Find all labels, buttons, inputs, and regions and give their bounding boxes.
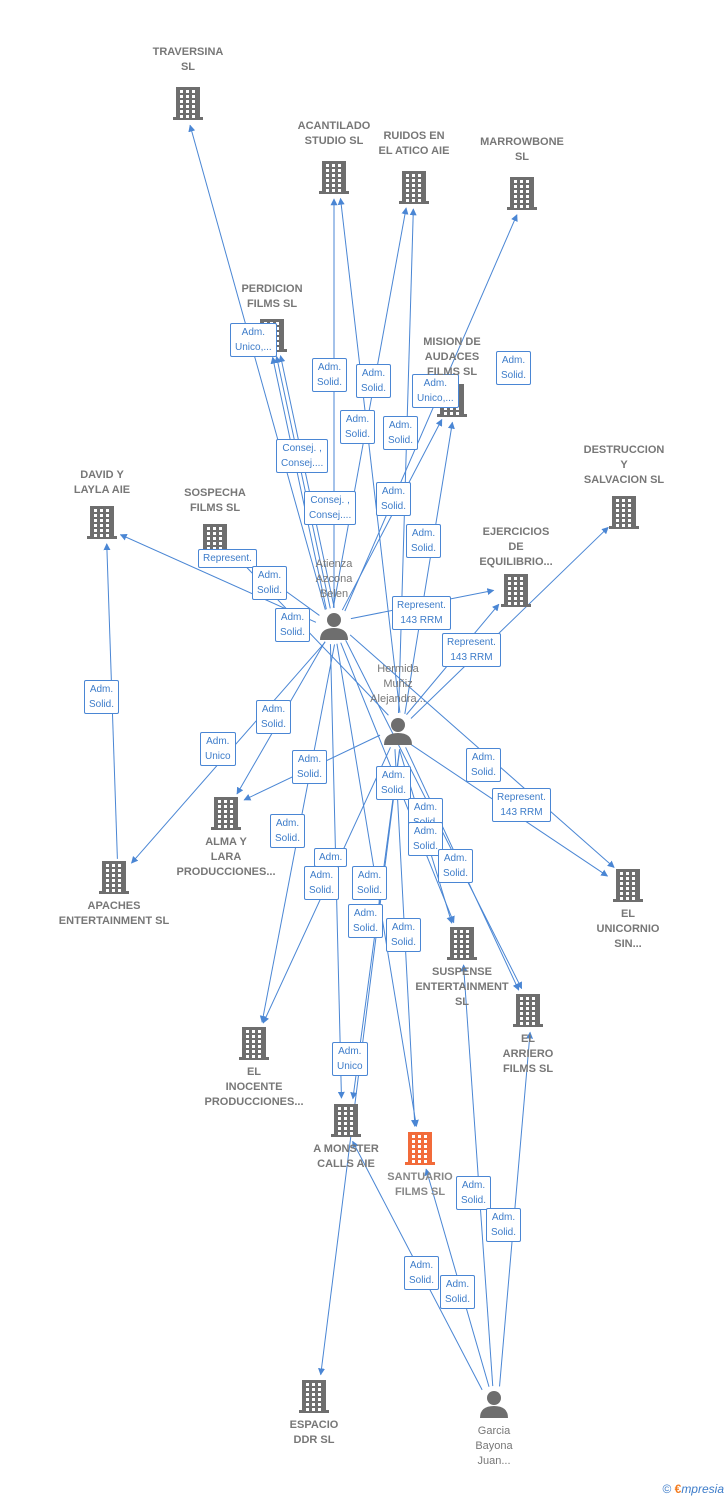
- edge-label[interactable]: Adm. Unico: [332, 1042, 368, 1076]
- brand-name: mpresia: [681, 1482, 724, 1496]
- node-label-espacio: ESPACIO DDR SL: [289, 1419, 339, 1446]
- edge-label[interactable]: Adm. Solid.: [404, 1256, 440, 1290]
- edge-label[interactable]: Adm. Solid.: [352, 866, 388, 900]
- edge-hermida-mision: [404, 421, 455, 714]
- node-label-hermida: Hermida Muñiz Alejandra...: [370, 663, 426, 705]
- building-icon[interactable]: [173, 87, 203, 120]
- edge-label[interactable]: Adm. Solid.: [256, 700, 292, 734]
- building-icon[interactable]: [399, 171, 429, 204]
- node-label-destruccion: DESTRUCCION Y SALVACION SL: [583, 444, 665, 486]
- edge-label[interactable]: Adm. Solid.: [252, 566, 288, 600]
- building-icon[interactable]: [299, 1380, 329, 1413]
- edge-label[interactable]: Adm. Solid.: [304, 866, 340, 900]
- edge-label[interactable]: Represent. 143 RRM: [392, 596, 451, 630]
- edge-label[interactable]: Adm. Solid.: [84, 680, 120, 714]
- edge-label[interactable]: Represent. 143 RRM: [492, 788, 551, 822]
- edge-label[interactable]: Adm. Solid.: [486, 1208, 522, 1242]
- edge-label[interactable]: Adm. Solid.: [438, 849, 474, 883]
- building-icon[interactable]: [331, 1104, 361, 1137]
- brand-logo-icon: €: [674, 1482, 682, 1496]
- edge-label[interactable]: Adm. Unico,...: [412, 374, 459, 408]
- focus-building-icon[interactable]: [405, 1132, 435, 1165]
- edge-hermida-ruidos: [398, 208, 417, 714]
- node-label-ruidos: RUIDOS EN EL ATICO AIE: [378, 130, 450, 157]
- node-label-suspense: SUSPENSE ENTERTAINMENT SL: [415, 966, 509, 1008]
- edge-label[interactable]: Adm. Solid.: [456, 1176, 492, 1210]
- copyright-icon: ©: [662, 1482, 672, 1496]
- node-label-traversina: TRAVERSINA SL: [152, 46, 224, 73]
- node-label-unicornio: EL UNICORNIO SIN...: [596, 908, 660, 950]
- edge-atienza-perdicion: [270, 356, 327, 610]
- building-icon[interactable]: [447, 927, 477, 960]
- edge-atienza-david: [119, 534, 317, 623]
- edge-label[interactable]: Consej. , Consej....: [276, 439, 329, 473]
- node-label-atienza: Atienza Azcona Belen: [315, 558, 353, 600]
- edge-label[interactable]: Adm. Solid.: [408, 822, 444, 856]
- edge-label[interactable]: Adm. Solid.: [356, 364, 392, 398]
- edge-atienza-perdicion: [274, 355, 331, 609]
- node-label-mision: MISION DE AUDACES FILMS SL: [423, 336, 481, 378]
- edge-label[interactable]: Adm. Solid.: [340, 410, 376, 444]
- edge-label[interactable]: Adm. Solid.: [376, 482, 412, 516]
- edge-label[interactable]: Consej. , Consej....: [304, 491, 357, 525]
- node-label-garcia: Garcia Bayona Juan...: [475, 1425, 513, 1467]
- edge-label[interactable]: Adm.: [314, 848, 348, 867]
- edge-label[interactable]: Adm. Solid.: [292, 750, 328, 784]
- node-label-ejercicios: EJERCICIOS DE EQUILIBRIO...: [479, 526, 553, 568]
- footer: © €mpresia: [662, 1482, 724, 1496]
- building-icon[interactable]: [99, 861, 129, 894]
- building-icon[interactable]: [507, 177, 537, 210]
- edge-label[interactable]: Adm. Solid.: [275, 608, 311, 642]
- edge-atienza-perdicion: [278, 354, 335, 608]
- edge-label[interactable]: Adm. Solid.: [348, 904, 384, 938]
- node-label-inocente: EL INOCENTE PRODUCCIONES...: [204, 1066, 304, 1108]
- building-icon[interactable]: [211, 797, 241, 830]
- edge-label[interactable]: Adm. Solid.: [466, 748, 502, 782]
- nodes-layer: [87, 87, 643, 1418]
- person-icon[interactable]: [320, 613, 348, 640]
- edge-label[interactable]: Represent.: [198, 549, 257, 568]
- building-icon[interactable]: [501, 574, 531, 607]
- edge-atienza-traversina: [188, 124, 326, 610]
- edge-garcia-suspense: [460, 964, 494, 1387]
- edge-label[interactable]: Adm. Solid.: [383, 416, 419, 450]
- node-label-david: DAVID Y LAYLA AIE: [73, 469, 131, 496]
- edges-layer: [103, 124, 615, 1391]
- building-icon[interactable]: [609, 496, 639, 529]
- node-label-perdicion: PERDICION FILMS SL: [241, 283, 303, 310]
- building-icon[interactable]: [239, 1027, 269, 1060]
- edge-label[interactable]: Adm. Solid.: [386, 918, 422, 952]
- node-label-arriero: EL ARRIERO FILMS SL: [502, 1033, 554, 1075]
- node-label-santuario: SANTUARIO FILMS SL: [387, 1171, 453, 1198]
- edge-label[interactable]: Adm. Solid.: [440, 1275, 476, 1309]
- building-icon[interactable]: [87, 506, 117, 539]
- building-icon[interactable]: [513, 994, 543, 1027]
- edge-label[interactable]: Adm. Solid.: [312, 358, 348, 392]
- edge-label[interactable]: Adm. Solid.: [496, 351, 532, 385]
- person-icon[interactable]: [384, 718, 412, 745]
- edge-label[interactable]: Represent. 143 RRM: [442, 633, 501, 667]
- building-icon[interactable]: [319, 161, 349, 194]
- node-label-alma: ALMA Y LARA PRODUCCIONES...: [176, 836, 276, 878]
- node-label-sospecha: SOSPECHA FILMS SL: [184, 487, 246, 514]
- edge-atienza-ruidos: [332, 207, 409, 608]
- edge-hermida-acantilado: [337, 197, 401, 713]
- edge-label[interactable]: Adm. Solid.: [406, 524, 442, 558]
- node-label-monster: A MONSTER CALLS AIE: [313, 1143, 379, 1170]
- node-label-acantilado: ACANTILADO STUDIO SL: [297, 120, 371, 147]
- building-icon[interactable]: [613, 869, 643, 902]
- node-label-marrowbone: MARROWBONE SL: [480, 136, 564, 163]
- edge-label[interactable]: Adm. Unico: [200, 732, 236, 766]
- edge-atienza-marrowbone: [344, 214, 518, 612]
- edge-label[interactable]: Adm. Solid.: [270, 814, 306, 848]
- person-icon[interactable]: [480, 1391, 508, 1418]
- edge-label[interactable]: Adm. Unico,...: [230, 323, 277, 357]
- edge-hermida-destruccion: [410, 526, 609, 719]
- edge-label[interactable]: Adm. Solid.: [376, 766, 412, 800]
- node-label-apaches: APACHES ENTERTAINMENT SL: [58, 900, 170, 927]
